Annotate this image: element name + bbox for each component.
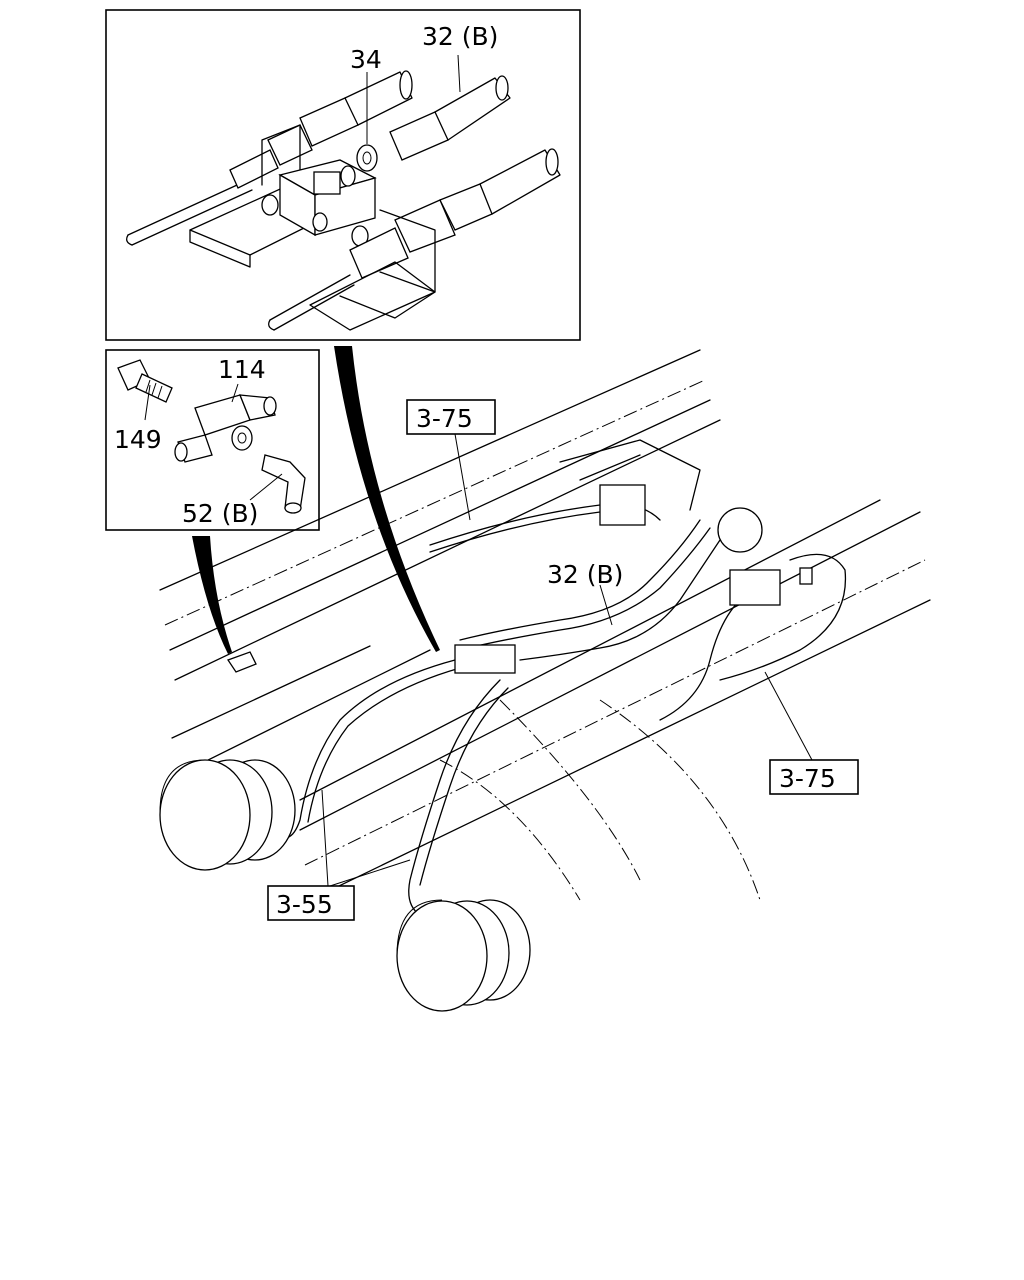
- ref-box-3-55: [267, 885, 355, 921]
- main-callouts: 32 (B) 3-75 3-75 3-55: [267, 399, 859, 921]
- svg-text:3-75: 3-75: [779, 764, 836, 793]
- brake-chamber-left: [159, 759, 296, 871]
- relay-valve: [599, 484, 646, 526]
- callout-114: 114: [218, 355, 266, 384]
- callout-32b-top: 32 (B): [422, 22, 498, 51]
- brake-lines: [227, 484, 847, 916]
- callout-52b: 52 (B): [182, 499, 258, 528]
- ref-box-3-75-upper: [406, 399, 496, 435]
- svg-text:3-55: 3-55: [276, 890, 333, 919]
- detail-box-top: 34 32 (B): [105, 9, 581, 341]
- callout-34: 34: [350, 45, 382, 74]
- callout-32b-main: 32 (B): [547, 560, 623, 589]
- brake-valve: [717, 507, 763, 553]
- leader-32b-top: [457, 54, 461, 93]
- tee-fitting-location: [227, 651, 257, 673]
- brake-chamber-right: [396, 899, 531, 1012]
- washer-34: [356, 144, 378, 172]
- pointer-wedge-mid: [192, 536, 232, 654]
- valve-junction: [454, 644, 516, 674]
- svg-text:3-75: 3-75: [416, 404, 473, 433]
- detail-box-mid: 114 149 52 (B): [105, 349, 320, 531]
- callout-149: 149: [114, 425, 162, 454]
- ref-box-3-75-lower: [769, 759, 859, 795]
- pointer-wedge-top: [334, 346, 440, 652]
